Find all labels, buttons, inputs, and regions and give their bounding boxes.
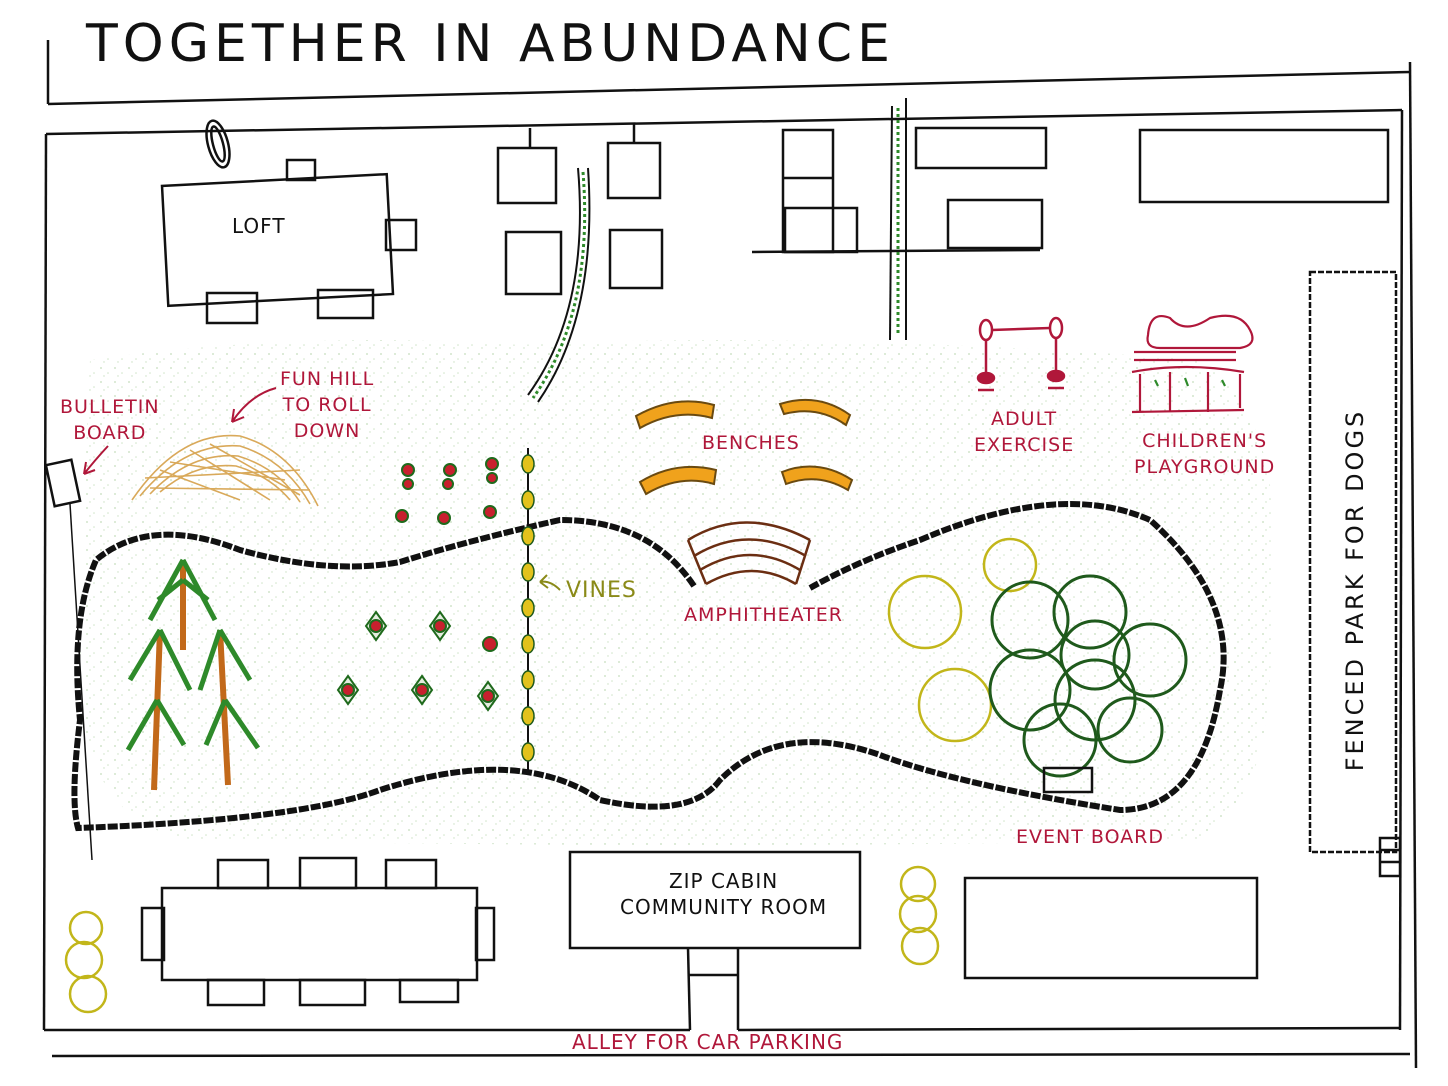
flower-icon [483, 505, 497, 519]
green-path-right [889, 98, 907, 341]
flower-icon [401, 463, 415, 477]
bench-icon [638, 465, 718, 496]
walking-path [71, 501, 1227, 832]
shrub-icon [982, 537, 1038, 593]
building-bottom-left [140, 856, 496, 1007]
flower-icon [415, 683, 429, 697]
page-title: TOGETHER IN ABUNDANCE [86, 14, 895, 74]
hill-arrow-icon [231, 387, 277, 423]
hill-icon [131, 434, 319, 507]
bench-icon [634, 400, 716, 430]
flower-icon [481, 689, 495, 703]
shrub-icon [899, 865, 937, 903]
shrub-icon [887, 574, 963, 650]
flower-icon [437, 511, 451, 525]
bench-icon [780, 465, 854, 492]
loft-oval-icon [205, 119, 231, 169]
vine-icon [521, 448, 535, 772]
adult-exercise-icon [976, 316, 1066, 392]
shrub-group-bottom [64, 865, 940, 1014]
benches-group [634, 398, 854, 496]
flower-icon [341, 683, 355, 697]
dog-park-fence [1308, 270, 1402, 878]
amphitheater-label: AMPHITHEATER [684, 604, 843, 626]
pine-tree-icon [197, 628, 261, 786]
house-cluster-right [751, 126, 1048, 254]
benches-label: BENCHES [702, 432, 800, 454]
dog-park-label: FENCED PARK FOR DOGS [1341, 408, 1369, 772]
alley-label: ALLEY FOR CAR PARKING [572, 1030, 844, 1054]
event-board-icon [1042, 766, 1094, 794]
building-top-right [1138, 128, 1390, 204]
loft-building [160, 119, 418, 325]
shrub-group-olive [887, 537, 1038, 743]
zip-cabin-label: ZIP CABIN COMMUNITY ROOM [620, 869, 828, 919]
house-cluster-left [496, 124, 664, 296]
grass-field [77, 340, 1274, 845]
bulletin-arrow-icon [83, 445, 109, 475]
loft-label: LOFT [232, 214, 286, 238]
shrub-icon [68, 910, 104, 946]
amphitheater-icon [686, 521, 812, 586]
bulletin-board-label: BULLETIN BOARD [60, 396, 160, 444]
childrens-playground-label: CHILDREN'S PLAYGROUND [1134, 430, 1276, 478]
event-board-label: EVENT BOARD [1016, 826, 1165, 848]
building-bottom-right [963, 876, 1259, 980]
vines-arrow-icon [539, 574, 561, 591]
flower-icon [433, 619, 447, 633]
shrub-icon [917, 667, 993, 743]
flower-icon [369, 619, 383, 633]
flower-bed-upper [395, 457, 499, 525]
bulletin-board-icon [44, 458, 93, 861]
tree-cluster-dark [988, 574, 1188, 778]
zip-cabin-building [568, 850, 862, 1031]
vines-label: VINES [566, 578, 637, 603]
flower-icon [443, 463, 457, 477]
pine-tree-group [125, 558, 261, 791]
flower-icon [395, 509, 409, 523]
adult-exercise-label: ADULT EXERCISE [974, 408, 1075, 456]
property-border [42, 40, 1418, 1069]
fun-hill-label: FUN HILL TO ROLL DOWN [280, 368, 375, 442]
pine-tree-icon [147, 558, 218, 650]
bench-icon [778, 398, 852, 427]
green-path-left [527, 167, 591, 403]
flower-bed-lower [336, 610, 500, 712]
playground-icon [1131, 314, 1254, 414]
flower-icon [482, 636, 498, 652]
flower-icon [485, 457, 499, 471]
pine-tree-icon [125, 628, 193, 791]
